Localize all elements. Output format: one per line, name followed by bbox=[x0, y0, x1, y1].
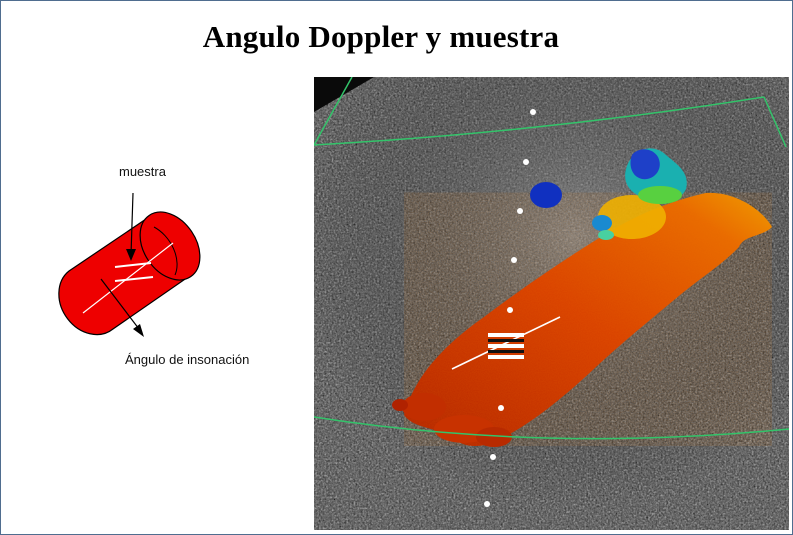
vessel-diagram bbox=[41, 151, 281, 381]
depth-marker-dot bbox=[490, 454, 496, 460]
flow-edge-blob-1 bbox=[402, 393, 446, 421]
depth-marker-dot bbox=[484, 501, 490, 507]
slide-title: Angulo Doppler y muestra bbox=[121, 19, 641, 55]
insonation-arrowhead bbox=[133, 324, 144, 337]
insonation-angle-label: Ángulo de insonación bbox=[125, 352, 249, 367]
flow-blue-core bbox=[630, 149, 659, 179]
depth-marker-dot bbox=[517, 208, 523, 214]
depth-marker-dot bbox=[530, 109, 536, 115]
depth-marker-dot bbox=[511, 257, 517, 263]
flow-lower-cyan bbox=[598, 230, 614, 240]
sample-label: muestra bbox=[119, 164, 166, 179]
flow-green-band bbox=[638, 186, 682, 204]
flow-edge-blob-4 bbox=[392, 399, 408, 411]
sample-gate-marker bbox=[488, 333, 524, 359]
flow-lower-blue bbox=[592, 215, 612, 231]
depth-marker-dot bbox=[523, 159, 529, 165]
flow-blue-pocket bbox=[530, 182, 562, 208]
depth-marker-dot bbox=[498, 405, 504, 411]
doppler-ultrasound-image bbox=[314, 77, 789, 530]
depth-marker-dot bbox=[507, 307, 513, 313]
